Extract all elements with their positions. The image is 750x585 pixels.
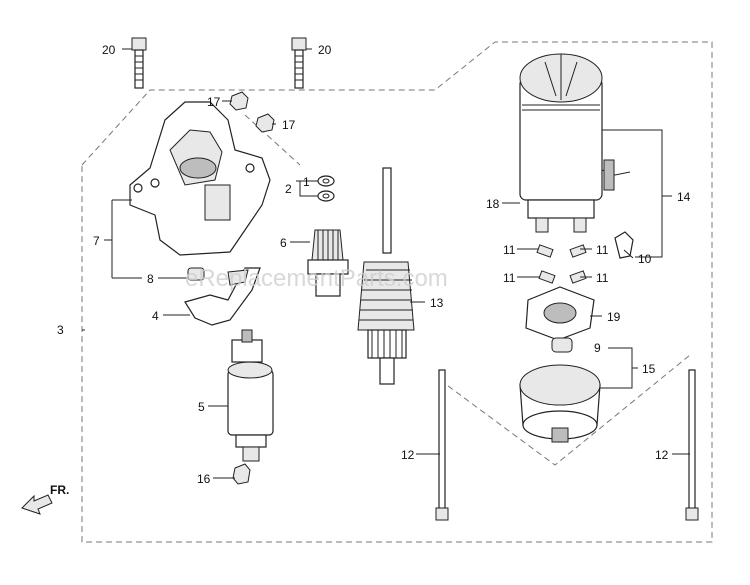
brush-11-a <box>536 244 554 258</box>
callout-8: 8 <box>147 272 154 286</box>
callout-7: 7 <box>93 234 100 248</box>
nut-17-a <box>229 91 249 111</box>
callout-11-b: 11 <box>596 243 609 257</box>
washer-2 <box>317 190 335 202</box>
callout-5: 5 <box>198 400 205 414</box>
callout-15: 15 <box>642 362 656 376</box>
nut-16 <box>232 463 251 485</box>
solenoid-switch <box>227 329 274 462</box>
callout-11-c: 11 <box>503 271 516 285</box>
sub-outline-motor <box>439 354 691 466</box>
washer-8 <box>187 267 205 281</box>
yoke-assembly <box>519 53 631 233</box>
bushing <box>551 337 573 353</box>
bolt-20-left <box>131 37 147 89</box>
callout-2: 2 <box>285 182 292 196</box>
bolt-20-right <box>291 37 307 89</box>
nut-17-b <box>255 113 275 133</box>
brush-11-d <box>569 270 587 284</box>
callout-6: 6 <box>280 236 287 250</box>
callout-13: 13 <box>430 296 444 310</box>
through-bolt-12-left <box>435 369 449 521</box>
callout-20-left: 20 <box>102 43 116 57</box>
callout-19: 19 <box>607 310 621 324</box>
callout-1: 1 <box>303 175 310 189</box>
callout-12-left: 12 <box>401 448 415 462</box>
callout-17-a: 17 <box>207 95 221 109</box>
callout-11-d: 11 <box>596 271 609 285</box>
watermark-text: eReplacementParts.com <box>185 265 448 292</box>
front-housing <box>129 101 271 256</box>
brush-terminal-10 <box>614 231 634 259</box>
direction-arrow-icon <box>21 494 53 515</box>
callout-4: 4 <box>152 309 159 323</box>
assembly-outline <box>81 41 713 543</box>
rear-cover <box>519 364 601 443</box>
callout-12-right: 12 <box>655 448 669 462</box>
washer-1 <box>317 175 335 187</box>
armature <box>357 167 415 385</box>
pinion-gear <box>307 229 349 297</box>
callout-17-b: 17 <box>282 118 296 132</box>
callout-9: 9 <box>594 341 601 355</box>
through-bolt-12-right <box>685 369 699 521</box>
callout-18: 18 <box>486 197 500 211</box>
brush-holder <box>525 286 595 341</box>
leader-lines <box>82 48 690 479</box>
brush-11-b <box>569 244 587 258</box>
shift-lever <box>184 267 261 326</box>
front-direction-indicator: FR. <box>21 483 69 515</box>
direction-label: FR. <box>50 483 69 497</box>
callout-10: 10 <box>638 252 652 266</box>
callout-20-right: 20 <box>318 43 332 57</box>
callout-3: 3 <box>57 323 64 337</box>
callout-14: 14 <box>677 190 691 204</box>
callout-16: 16 <box>197 472 211 486</box>
callout-11-a: 11 <box>503 243 516 257</box>
brush-11-c <box>538 270 556 284</box>
sub-outline-switch <box>244 114 301 166</box>
